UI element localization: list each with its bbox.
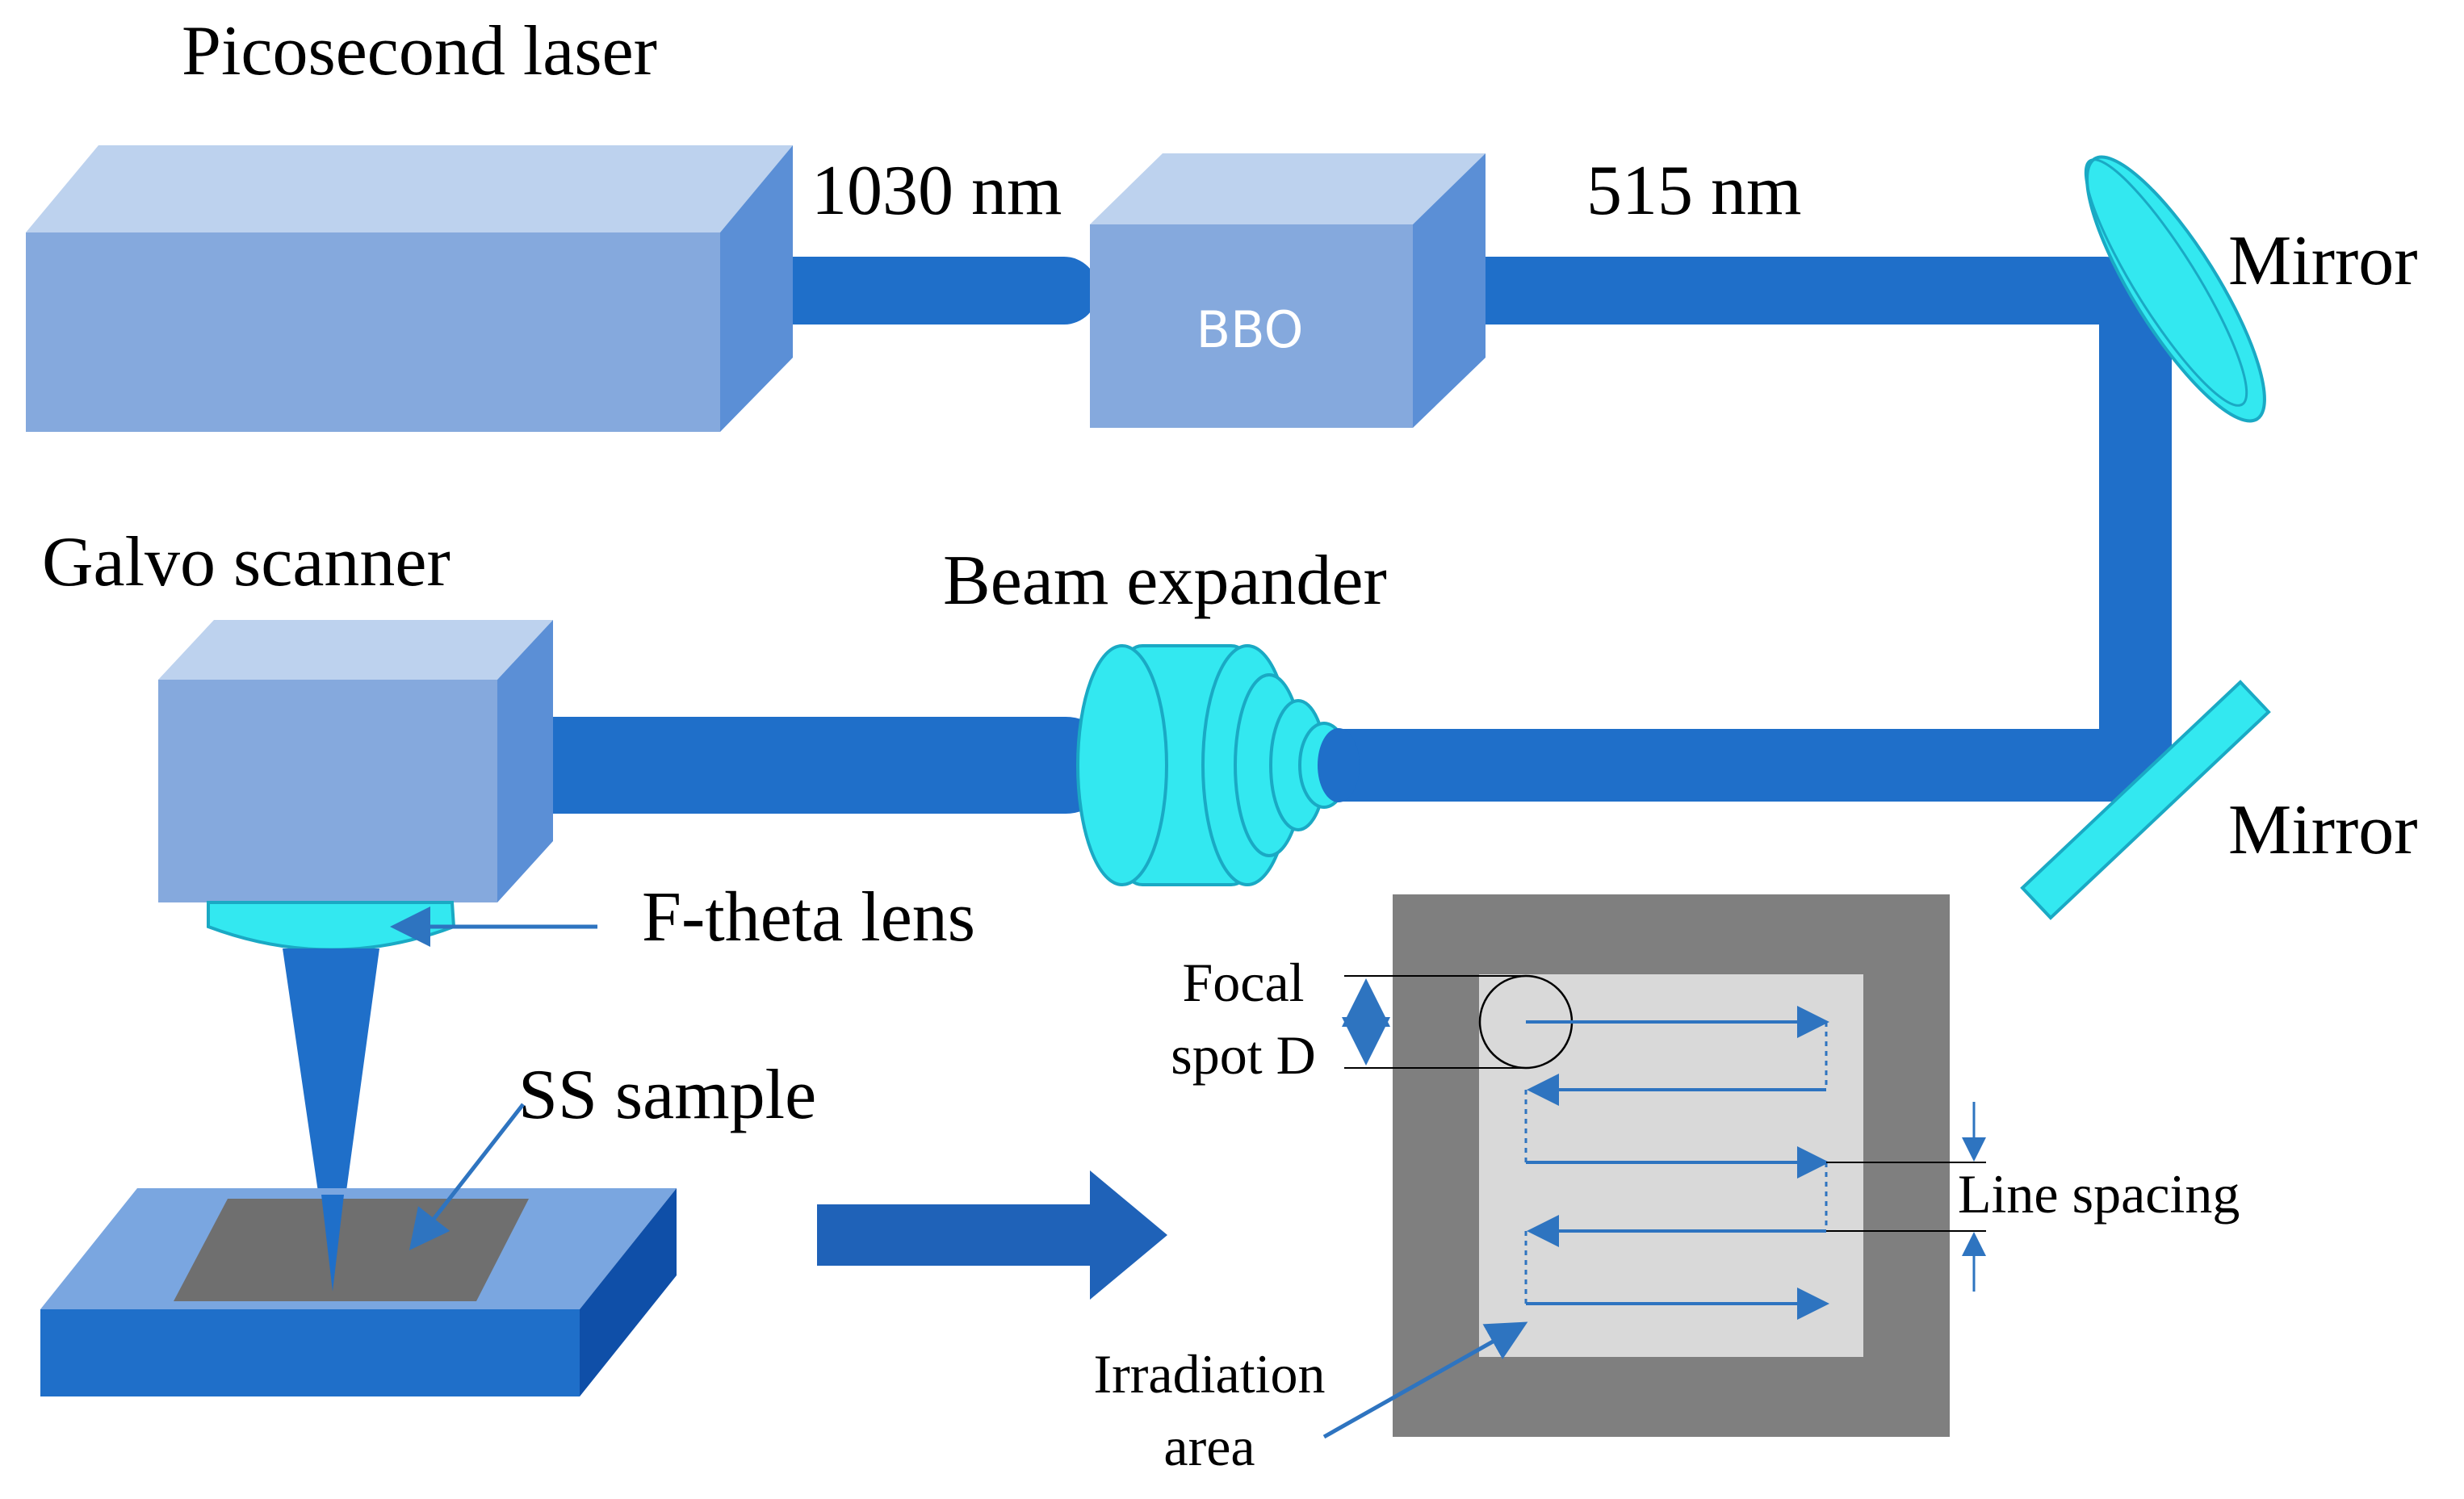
f-theta-label: F-theta lens — [642, 878, 975, 957]
galvo-label: Galvo scanner — [42, 523, 450, 601]
mirror-bottom — [2020, 680, 2271, 920]
ss-sample-pointer-arrow — [409, 1103, 525, 1250]
irradiation-area — [1479, 974, 1863, 1357]
galvo-scanner-box — [158, 620, 553, 902]
line-spacing-label: Line spacing — [1958, 1163, 2240, 1225]
bbo-crystal-box — [1090, 153, 1486, 428]
scan-pattern-frame — [1342, 894, 1986, 1437]
irradiation-label-line2: area — [1163, 1416, 1255, 1477]
beam-expander — [1076, 644, 1360, 886]
mirror-bottom-label: Mirror — [2228, 791, 2418, 869]
mirror-top — [2084, 155, 2266, 423]
irradiation-pointer-arrow — [1322, 1321, 1528, 1439]
beam-vertical-segment — [2099, 274, 2172, 775]
beam-return-segment — [1308, 729, 2172, 802]
irradiation-label-line1: Irradiation — [1094, 1343, 1326, 1405]
picosecond-laser-box — [26, 145, 793, 432]
ss-sample-plate — [40, 1188, 677, 1396]
beam-to-galvo-segment — [501, 717, 1114, 814]
transition-arrow — [817, 1170, 1167, 1300]
focal-label-line2: spot D — [1171, 1024, 1315, 1086]
wavelength-515-label: 515 nm — [1586, 152, 1801, 230]
beam-515-segment — [1437, 257, 2139, 325]
beam-1030-segment — [727, 257, 1098, 325]
wavelength-1030-label: 1030 nm — [811, 152, 1062, 230]
focal-label-line1: Focal — [1182, 952, 1304, 1013]
mirror-top-label: Mirror — [2228, 222, 2418, 300]
focused-beam-cone — [283, 948, 379, 1292]
beam-path — [501, 257, 2172, 814]
focused-beam-cone-lower — [321, 1195, 344, 1292]
laser-label: Picosecond laser — [182, 12, 657, 90]
scan-lines — [1524, 1006, 1829, 1320]
beam-expander-label: Beam expander — [943, 542, 1387, 620]
bbo-label: BBO — [1196, 300, 1304, 359]
ss-sample-label: SS sample — [518, 1056, 816, 1134]
ss-sample-area — [174, 1199, 529, 1301]
